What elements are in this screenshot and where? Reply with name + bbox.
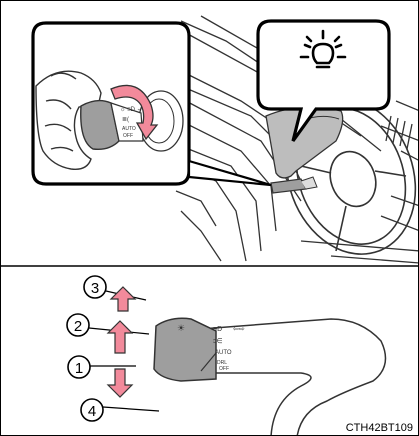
off-marking: OFF — [219, 366, 229, 372]
combination-lever: ☀ ≡D ⇦⇨ ↄ∈ AUTO DRL OFF — [154, 318, 386, 436]
position-1: 1 — [68, 356, 136, 378]
svg-text:OFF: OFF — [123, 133, 133, 139]
figure-code: CTH42BT109 — [346, 422, 413, 434]
svg-text:AUTO: AUTO — [122, 126, 136, 132]
headlight-symbol: ☀ — [177, 323, 185, 333]
position-4-label: 4 — [88, 403, 96, 420]
top-panel: ☼ ≡D ⇔ ≣( AUTO OFF — [33, 16, 419, 272]
arrow-position-2 — [108, 321, 132, 353]
position-1-label: 1 — [75, 360, 83, 377]
bottom-panel: 3 2 1 4 — [67, 276, 413, 436]
position-2-label: 2 — [74, 318, 82, 335]
turn-signal-symbol: ⇦⇨ — [233, 326, 245, 333]
position-3-label: 3 — [91, 280, 99, 297]
column-lever — [271, 177, 317, 193]
position-4: 4 — [81, 399, 159, 421]
arrow-position-3 — [111, 287, 135, 311]
high-beam-symbol: ≡D — [213, 326, 222, 333]
auto-marking: AUTO — [215, 350, 232, 356]
tail-light-symbol: ↄ∈ — [213, 338, 223, 345]
arrow-position-1-4 — [108, 369, 132, 397]
svg-text:☼ ≡D ⇔: ☼ ≡D ⇔ — [120, 107, 143, 113]
